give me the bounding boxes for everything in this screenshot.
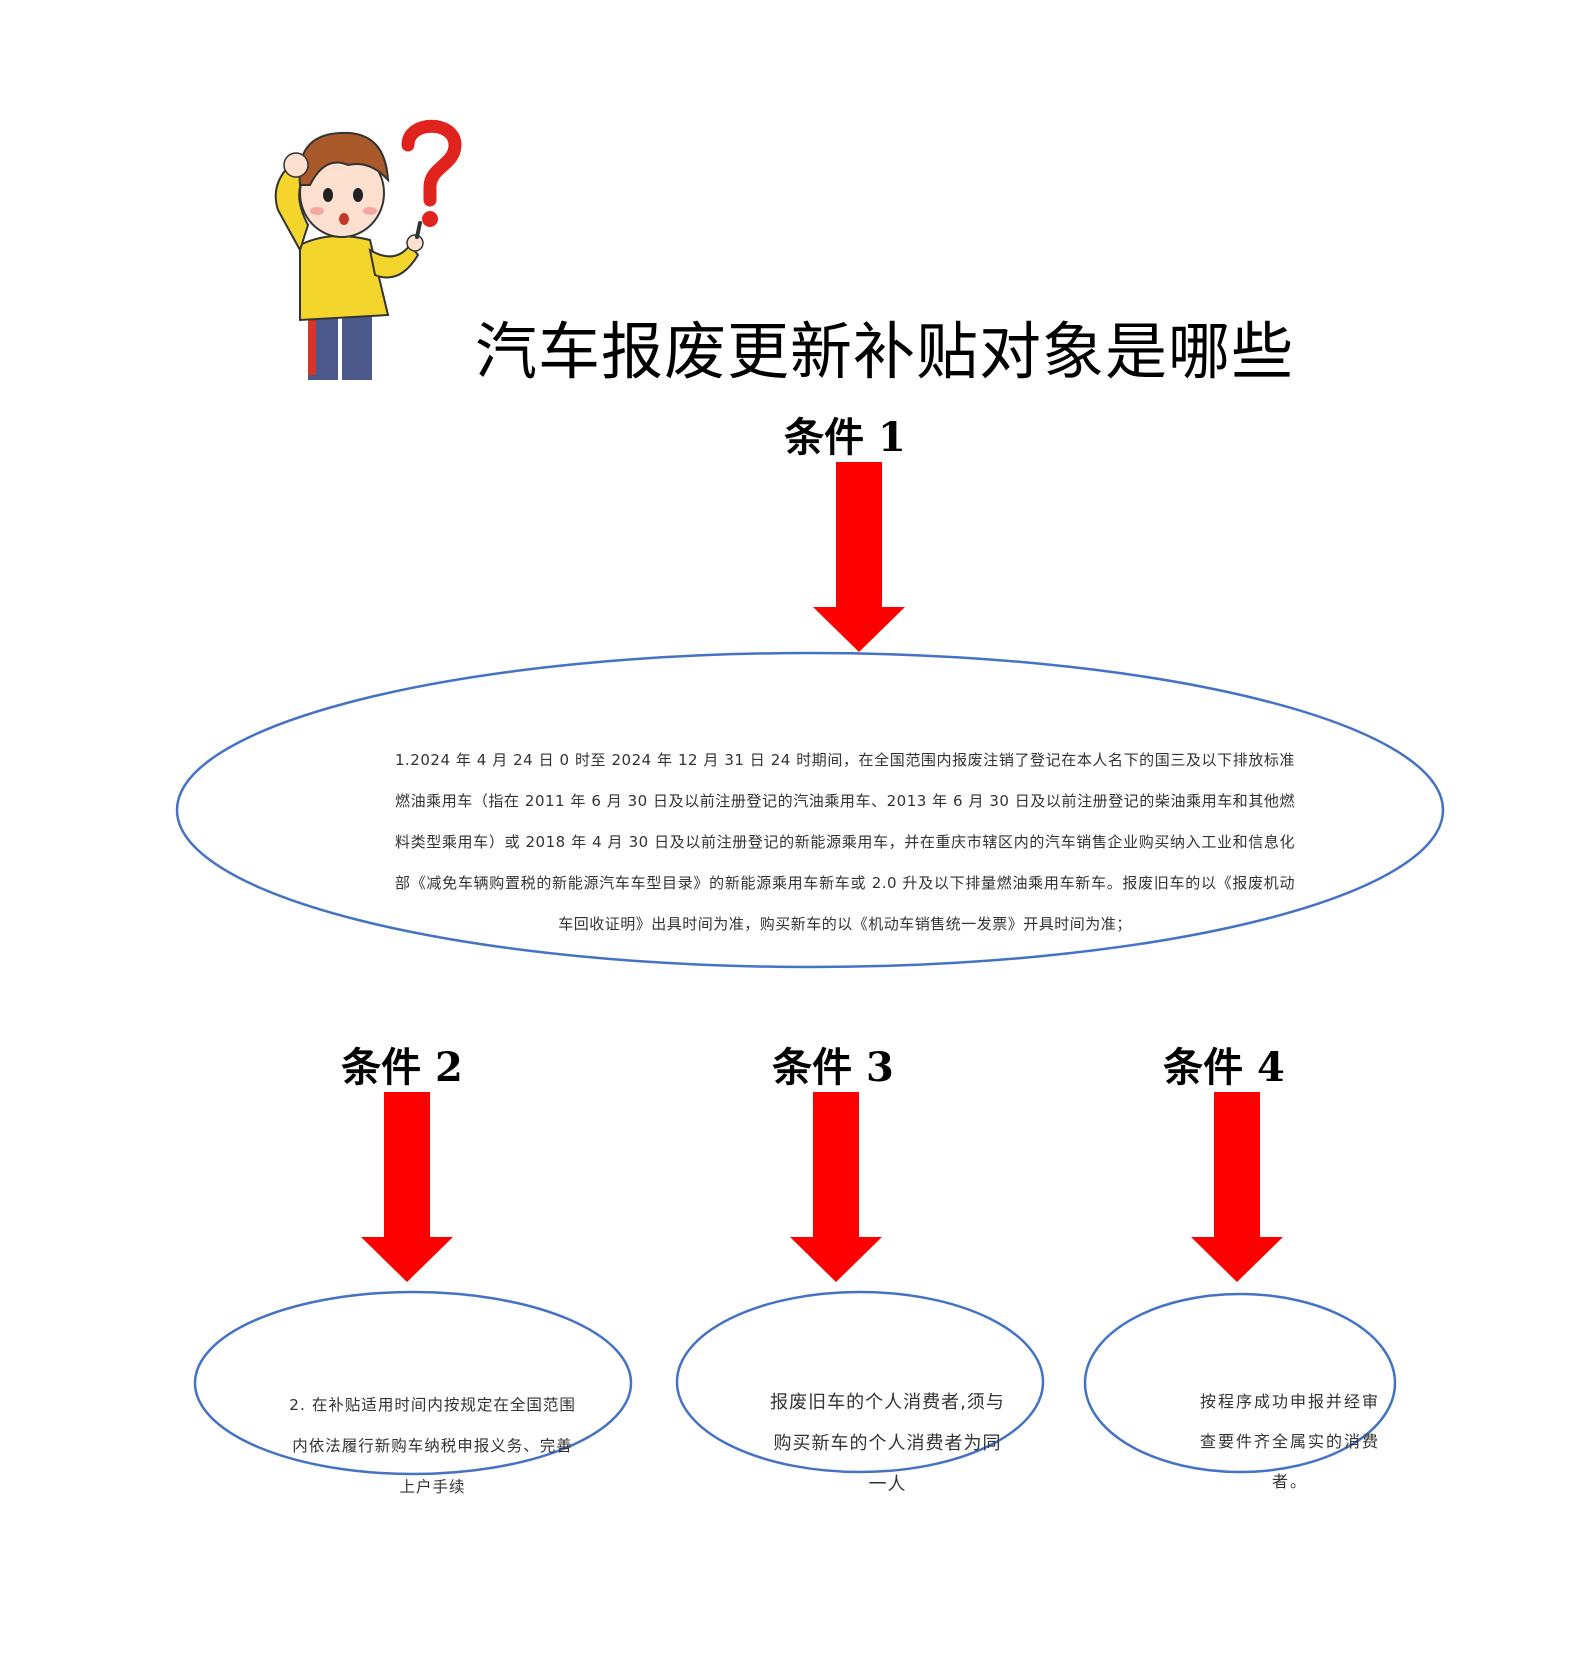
- condition-2-text: 2. 在补贴适用时间内按规定在全国范围内依法履行新购车纳税申报义务、完善上户手续: [289, 1396, 576, 1496]
- condition-4-ellipse: [1083, 1292, 1398, 1474]
- condition-3-text: 报废旧车的个人消费者,须与购买新车的个人消费者为同一人: [770, 1392, 1005, 1495]
- condition-1-label: 条件 1: [784, 414, 906, 461]
- page-title: 汽车报废更新补贴对象是哪些: [475, 315, 1295, 388]
- condition-3-arrow-icon: [790, 1092, 882, 1286]
- condition-3-ellipse: [675, 1290, 1045, 1475]
- confused-boy-question-mark-icon: [270, 115, 475, 390]
- condition-2-label: 条件 2: [341, 1044, 463, 1091]
- condition-2-arrow-icon: [361, 1092, 453, 1286]
- condition-4-text: 按程序成功申报并经审查要件齐全属实的消费者。: [1199, 1392, 1380, 1491]
- condition-4-label: 条件 4: [1163, 1044, 1285, 1091]
- condition-4-arrow-icon: [1191, 1092, 1283, 1286]
- condition-3-label: 条件 3: [772, 1044, 894, 1091]
- condition-1-text: 1.2024 年 4 月 24 日 0 时至 2024 年 12 月 31 日 …: [395, 751, 1295, 933]
- condition-2-ellipse: [193, 1290, 633, 1477]
- condition-1-arrow-icon: [813, 462, 905, 656]
- condition-1-ellipse: [175, 650, 1445, 970]
